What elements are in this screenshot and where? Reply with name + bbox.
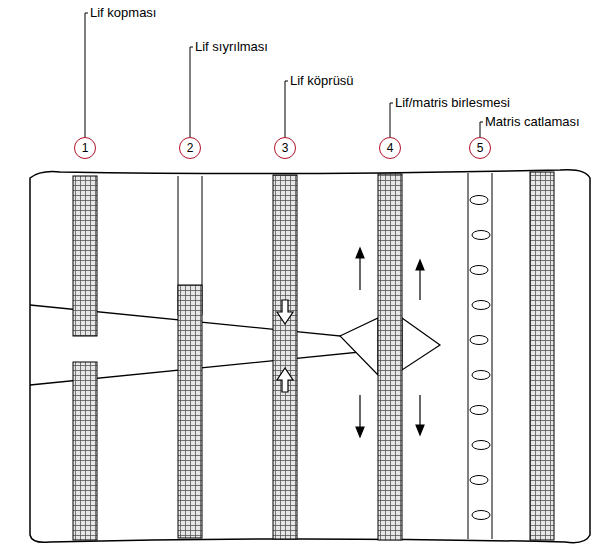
callout-number: 3 [282, 142, 289, 154]
microcrack [472, 441, 490, 450]
broken-fiber [73, 362, 97, 540]
matrix-plate [30, 170, 590, 543]
callout-number: 2 [187, 142, 194, 154]
load-arrow [277, 300, 293, 392]
microcrack [470, 476, 488, 485]
callout-number: 5 [477, 142, 484, 154]
broken-fiber [73, 176, 97, 336]
leader-lines [85, 13, 483, 137]
part-label: Lif/matris birlesmesi [394, 94, 511, 112]
microcrack [472, 231, 490, 240]
callout-circle: 2 [179, 137, 201, 159]
microcrack [470, 336, 488, 345]
matrix-column [468, 173, 492, 539]
part-label: Lif kopması [89, 4, 157, 22]
part-label: Matris catlaması [484, 113, 581, 131]
callout-circle: 3 [274, 137, 296, 159]
microcrack [470, 196, 488, 205]
callout-circle: 5 [469, 137, 491, 159]
debonded-fiber [378, 174, 402, 540]
callout-circle: 4 [379, 137, 401, 159]
bridging-fiber [273, 175, 297, 539]
pulled-fiber [178, 285, 202, 538]
fiber [530, 172, 554, 540]
microcrack [470, 406, 488, 415]
microcrack [472, 301, 490, 310]
part-label: Lif köprüsü [289, 72, 355, 90]
matrix-microcracks [470, 196, 490, 520]
callout-number: 1 [82, 142, 89, 154]
callout-number: 4 [387, 142, 394, 154]
part-label: Lif sıyrılması [194, 38, 269, 56]
shear-arrow [356, 248, 424, 437]
microcrack [470, 266, 488, 275]
callout-circle: 1 [74, 137, 96, 159]
microcrack [472, 371, 490, 380]
microcrack [472, 511, 490, 520]
